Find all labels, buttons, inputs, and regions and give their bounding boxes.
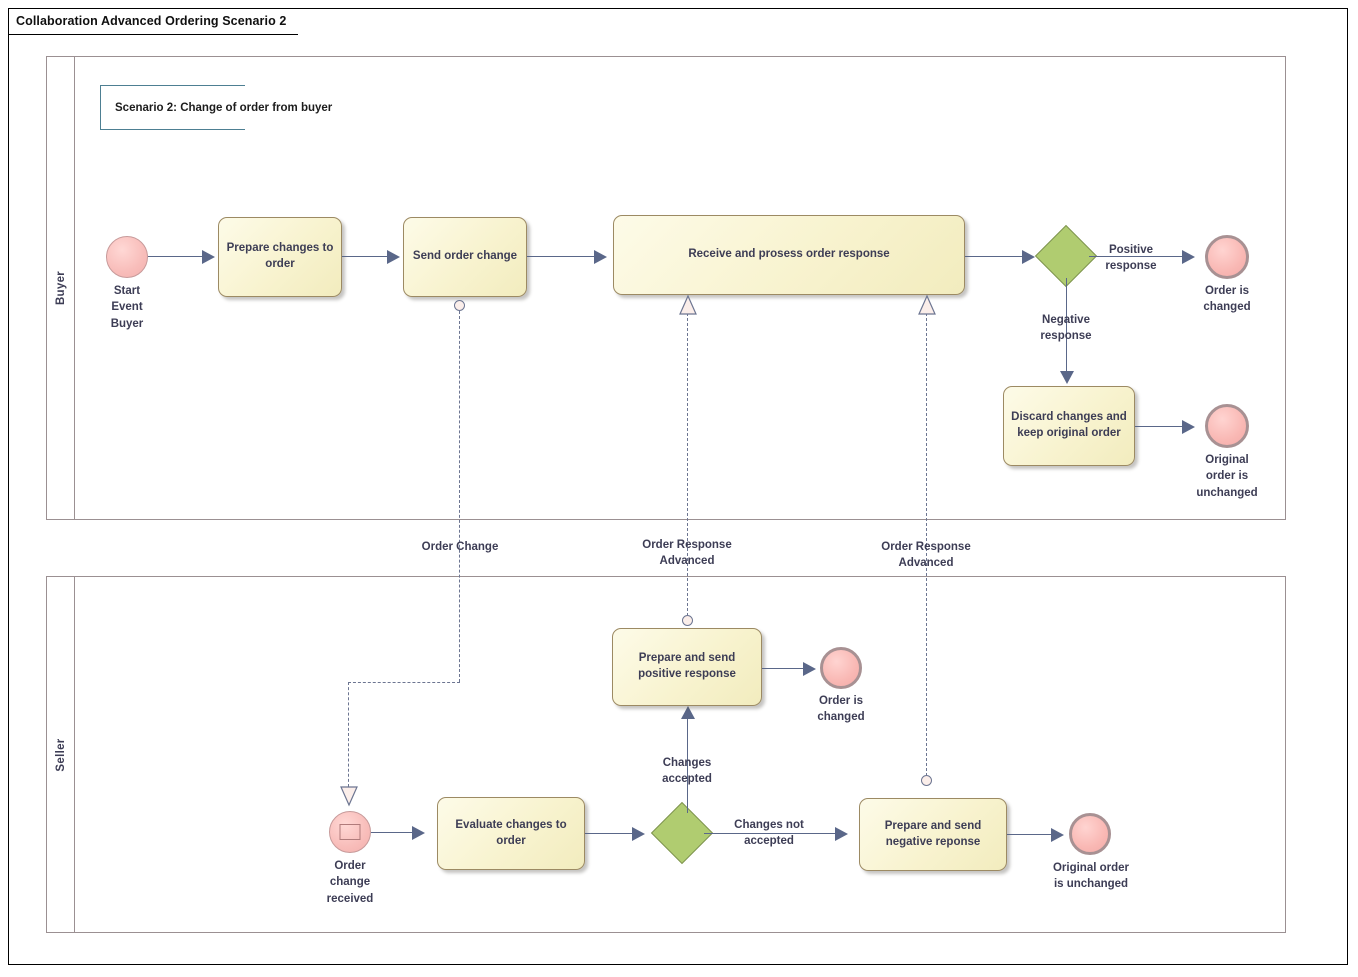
flow-gateway-to-order-changed [1089, 256, 1183, 257]
scenario-annotation-text: Scenario 2: Change of order from buyer [115, 101, 333, 114]
end-event-order-is-changed-label: Order is changed [1203, 285, 1251, 314]
msgflow-order-change-arrowhead [340, 786, 358, 807]
end-event-order-is-changed-seller[interactable] [820, 647, 862, 689]
flow-positive-to-end [762, 668, 804, 669]
task-receive-process-response-label: Receive and prosess order response [688, 248, 890, 261]
pool-buyer-label: Buyer [54, 270, 67, 306]
msgflow-response-adv-1-seg1 [687, 313, 688, 616]
scenario-annotation: Scenario 2: Change of order from buyer [100, 85, 332, 130]
diagram-title-tab: Collaboration Advanced Ordering Scenario… [8, 8, 298, 35]
flow-discard-to-unchanged [1135, 426, 1183, 427]
title-tab-slash [300, 8, 328, 35]
end-event-original-order-unchanged[interactable] [1205, 404, 1249, 448]
diagram-title: Collaboration Advanced Ordering Scenario… [16, 14, 287, 28]
task-prepare-negative-label: Prepare and send negative reponse [884, 819, 982, 848]
msgflow-order-change-source [454, 300, 465, 311]
flow-send-to-receive [527, 256, 595, 257]
task-prepare-positive[interactable]: Prepare and send positive response [612, 628, 762, 706]
msgflow-response-adv-2-source [921, 775, 932, 786]
label-positive-response: Positive response [1105, 244, 1157, 273]
msgflow-order-change-label: Order Change [421, 541, 499, 553]
flow-evaluate-to-gateway [585, 833, 633, 834]
flow-start-to-prepare-arrow [202, 250, 215, 264]
msgflow-response-adv-1-label: Order Response Advanced [642, 539, 732, 568]
flow-receive-to-gateway-arrow [1022, 250, 1035, 264]
start-event-order-change-received-label: Order change received [326, 860, 374, 905]
msgflow-order-change-seg1 [459, 311, 460, 682]
flow-gateway-to-negative-arrow [835, 827, 848, 841]
envelope-icon [339, 824, 361, 840]
flow-discard-to-unchanged-arrow [1182, 420, 1195, 434]
msgflow-response-adv-2-label: Order Response Advanced [881, 541, 971, 570]
end-event-order-is-changed[interactable] [1205, 235, 1249, 279]
label-changes-not-accepted: Changes not accepted [734, 819, 804, 848]
flow-gateway-to-discard [1066, 278, 1067, 372]
end-event-original-order-unchanged-seller-label: Original order is unchanged [1052, 862, 1130, 891]
task-discard-changes[interactable]: Discard changes and keep original order [1003, 386, 1135, 466]
flow-positive-to-end-arrow [803, 662, 816, 676]
label-negative-response: Negative response [1040, 314, 1092, 343]
start-event-buyer[interactable] [106, 236, 148, 278]
flow-seller-start-to-evaluate-arrow [412, 826, 425, 840]
msgflow-response-adv-2-seg1 [926, 313, 927, 776]
flow-evaluate-to-gateway-arrow [632, 827, 645, 841]
end-event-original-order-unchanged-seller[interactable] [1069, 813, 1111, 855]
task-send-order-change[interactable]: Send order change [403, 217, 527, 297]
flow-gateway-to-negative [704, 833, 836, 834]
flow-negative-to-end-arrow [1051, 828, 1064, 842]
msgflow-response-adv-1-source [682, 615, 693, 626]
task-evaluate-changes[interactable]: Evaluate changes to order [437, 797, 585, 870]
start-event-buyer-label: Start Event Buyer [110, 285, 144, 330]
msgflow-response-adv-2-arrowhead [918, 294, 936, 315]
flow-seller-start-to-evaluate [371, 832, 413, 833]
flow-send-to-receive-arrow [594, 250, 607, 264]
task-discard-changes-label: Discard changes and keep original order [1011, 411, 1127, 439]
label-changes-accepted: Changes accepted [662, 757, 712, 786]
end-event-order-is-changed-seller-label: Order is changed [817, 695, 865, 724]
flow-gateway-to-positive [687, 718, 688, 813]
flow-prepare-to-send [342, 256, 388, 257]
msgflow-order-change-seg2 [348, 682, 460, 683]
end-event-original-order-unchanged-label: Original order is unchanged [1196, 454, 1258, 499]
task-send-order-change-label: Send order change [412, 250, 518, 263]
flow-gateway-to-positive-arrow [681, 706, 695, 719]
flow-receive-to-gateway [965, 256, 1023, 257]
flow-start-to-prepare [148, 256, 203, 257]
pool-buyer-header: Buyer [47, 57, 75, 519]
flow-negative-to-end [1007, 834, 1052, 835]
task-prepare-negative[interactable]: Prepare and send negative reponse [859, 798, 1007, 871]
task-prepare-changes-label: Prepare changes to order [226, 242, 334, 270]
msgflow-order-change-seg3 [348, 682, 349, 787]
start-event-order-change-received[interactable] [329, 811, 371, 853]
flow-gateway-to-order-changed-arrow [1182, 250, 1195, 264]
task-prepare-changes[interactable]: Prepare changes to order [218, 217, 342, 297]
task-evaluate-changes-label: Evaluate changes to order [455, 818, 567, 847]
flow-prepare-to-send-arrow [387, 250, 400, 264]
pool-seller-header: Seller [47, 577, 75, 932]
flow-gateway-to-discard-arrow [1060, 371, 1074, 384]
task-prepare-positive-label: Prepare and send positive response [638, 652, 736, 680]
task-receive-process-response[interactable]: Receive and prosess order response [613, 215, 965, 295]
pool-seller-label: Seller [54, 737, 67, 772]
msgflow-response-adv-1-arrowhead [679, 294, 697, 315]
diagram-frame [8, 8, 1348, 965]
